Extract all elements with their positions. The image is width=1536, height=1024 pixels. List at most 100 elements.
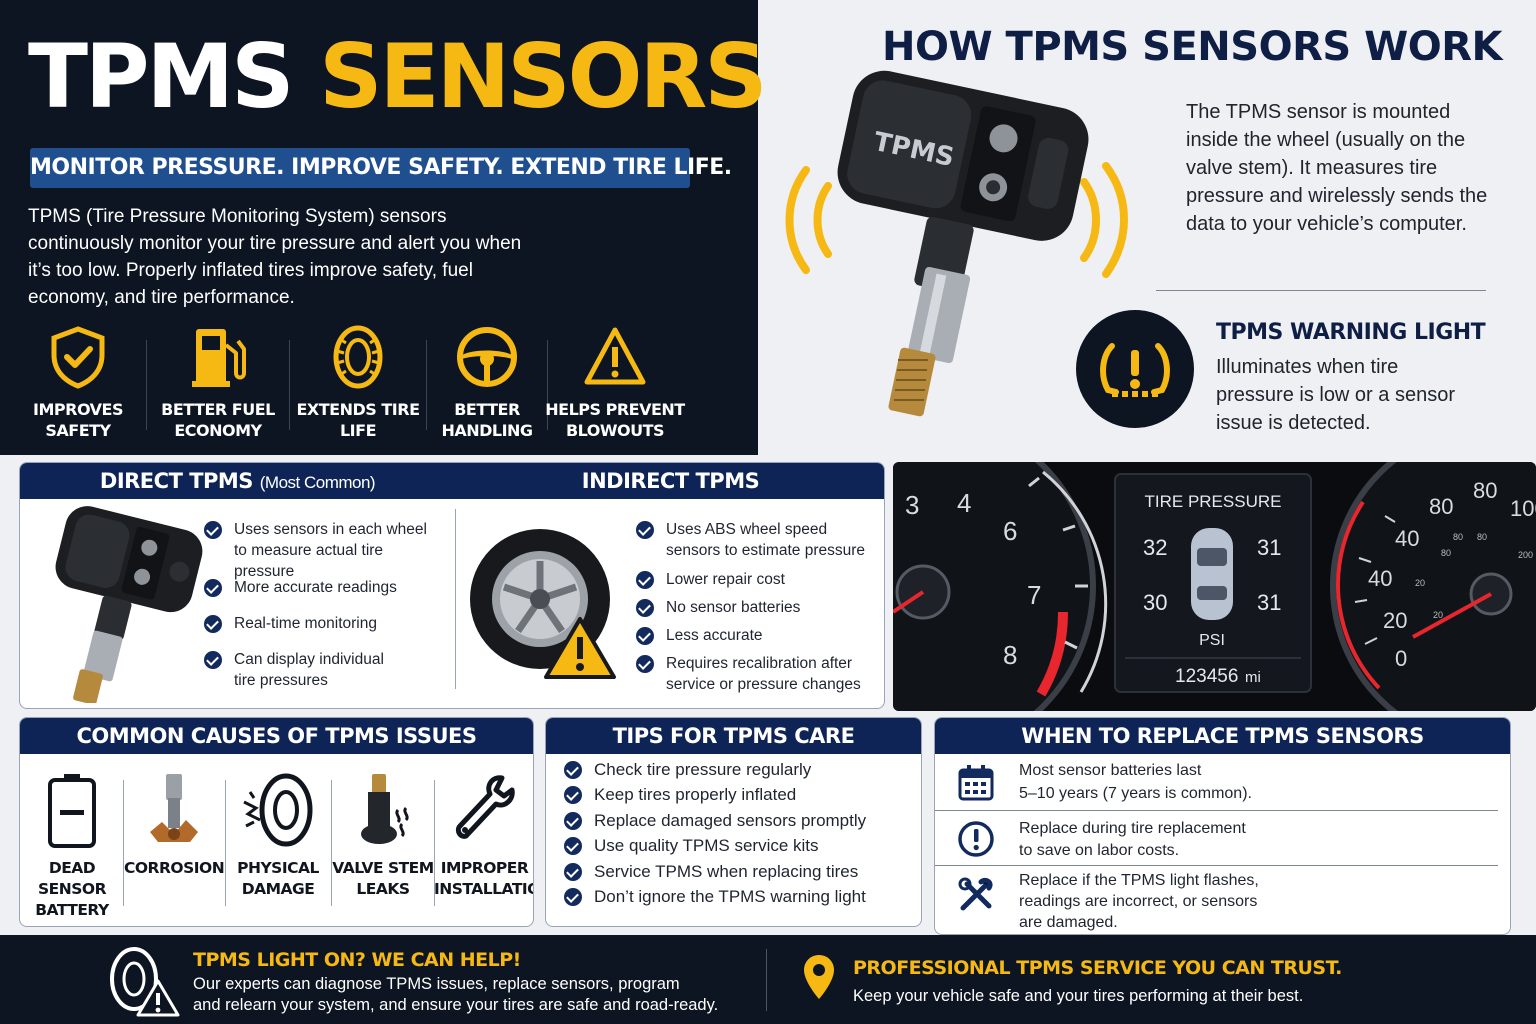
indirect-item: Lower repair cost [636, 569, 876, 590]
replace-item: Most sensor batteries last 5–10 years (7… [935, 760, 1510, 812]
check-icon [636, 599, 654, 617]
tips-panel: TIPS FOR TPMS CARE Check tire pressure r… [545, 717, 922, 927]
direct-sensor-image [55, 506, 203, 703]
svg-text:31: 31 [1257, 535, 1281, 560]
tpms-sensor-illustration: TPMS [785, 70, 1128, 417]
svg-text:7: 7 [1027, 580, 1041, 610]
svg-text:PSI: PSI [1199, 632, 1225, 649]
footer-left-title: TPMS LIGHT ON? WE CAN HELP! [193, 949, 521, 971]
tpms-types-panel: DIRECT TPMS (Most Common) INDIRECT TPMS … [19, 462, 885, 709]
cause-improper-installation: IMPROPERINSTALLATION [434, 772, 533, 900]
tips-title: TIPS FOR TPMS CARE [546, 718, 921, 754]
direct-item: Can display individual tire pressures [204, 649, 394, 691]
direct-item: Uses sensors in each wheel to measure ac… [204, 519, 444, 582]
check-icon [204, 615, 222, 633]
cause-corrosion: CORROSION [124, 772, 225, 879]
hero-title: TPMS SENSORS [28, 25, 768, 128]
svg-text:200: 200 [1518, 550, 1533, 560]
svg-text:80: 80 [1441, 548, 1451, 558]
svg-text:80: 80 [1429, 494, 1453, 519]
check-icon [636, 627, 654, 645]
replace-item: Replace if the TPMS light flashes, readi… [935, 870, 1510, 934]
replace-item: Replace during tire replacement to save … [935, 818, 1510, 870]
feature-divider [547, 340, 548, 430]
cause-divider [331, 780, 332, 906]
footer-left-line2: and relearn your system, and ensure your… [193, 996, 719, 1014]
tools-icon [958, 877, 993, 911]
footer-right-title: PROFESSIONAL TPMS SERVICE YOU CAN TRUST. [853, 957, 1342, 979]
how-description: The TPMS sensor is mounted inside the wh… [1186, 101, 1488, 235]
check-icon [564, 888, 582, 906]
wheel-warning-image [470, 529, 616, 679]
feature-divider [289, 340, 290, 430]
indirect-item: Requires recalibration after service or … [636, 653, 881, 695]
check-icon [204, 651, 222, 669]
direct-tpms-title: DIRECT TPMS (Most Common) [99, 469, 376, 493]
svg-text:31: 31 [1257, 590, 1281, 615]
check-icon [564, 863, 582, 881]
dashboard-cluster: 3 4 6 7 8 TIRE PRESSURE 32 31 30 31 PSI … [893, 462, 1536, 711]
feature-divider [426, 340, 427, 430]
corroded-valve-icon [150, 774, 198, 842]
replace-title: WHEN TO REPLACE TPMS SENSORS [935, 718, 1510, 754]
cause-divider [434, 780, 435, 906]
indirect-item: Uses ABS wheel speed sensors to estimate… [636, 519, 876, 561]
car-top-view-icon [1191, 528, 1233, 620]
shield-check-icon [51, 326, 105, 389]
check-icon [636, 521, 654, 539]
tip-item: Use quality TPMS service kits [564, 835, 819, 857]
hero-panel: TPMS SENSORS MONITOR PRESSURE. IMPROVE S… [0, 0, 768, 455]
svg-text:8: 8 [1003, 640, 1017, 670]
svg-text:TIRE PRESSURE: TIRE PRESSURE [1145, 492, 1282, 511]
replace-panel: WHEN TO REPLACE TPMS SENSORS Most sensor… [934, 717, 1511, 935]
direct-item: Real-time monitoring [204, 613, 444, 634]
damaged-tire-icon [243, 773, 313, 847]
tip-item: Replace damaged sensors promptly [564, 810, 866, 832]
battery-icon [48, 774, 96, 848]
feature-divider [146, 340, 147, 430]
svg-text:40: 40 [1368, 566, 1392, 591]
fuel-pump-icon [192, 329, 246, 387]
svg-text:3: 3 [905, 490, 919, 520]
svg-text:4: 4 [957, 488, 971, 518]
warning-triangle-icon [584, 327, 646, 385]
svg-text:30: 30 [1143, 590, 1167, 615]
cause-divider [123, 780, 124, 906]
warning-light-title: TPMS WARNING LIGHT [1216, 320, 1486, 345]
direct-item: More accurate readings [204, 577, 444, 598]
check-icon [636, 571, 654, 589]
calendar-icon [958, 765, 994, 801]
tire-icon [333, 325, 383, 389]
tip-item: Keep tires properly inflated [564, 784, 796, 806]
location-pin-icon [804, 955, 834, 999]
svg-text:20: 20 [1383, 608, 1407, 633]
footer-divider [766, 949, 767, 1011]
svg-text:20: 20 [1433, 610, 1443, 620]
tpms-warning-light-icon [1076, 310, 1194, 428]
leaking-valve-icon [361, 774, 409, 844]
svg-text:mi: mi [1245, 669, 1261, 686]
replace-divider [935, 865, 1498, 866]
svg-text:40: 40 [1395, 526, 1419, 551]
wrench-icon [455, 775, 515, 839]
indirect-item: Less accurate [636, 625, 876, 646]
tagline-banner: MONITOR PRESSURE. IMPROVE SAFETY. EXTEND… [30, 148, 732, 188]
hero-description: TPMS (Tire Pressure Monitoring System) s… [28, 206, 522, 308]
svg-text:80: 80 [1477, 532, 1487, 542]
indirect-tpms-title: INDIRECT TPMS [581, 469, 760, 493]
footer-left-line1: Our experts can diagnose TPMS issues, re… [193, 975, 680, 993]
steering-wheel-icon [457, 327, 517, 387]
warning-light-description: Illuminates when tire pressure is low or… [1216, 356, 1455, 434]
check-icon [204, 579, 222, 597]
tip-item: Service TPMS when replacing tires [564, 861, 858, 883]
check-icon [564, 837, 582, 855]
check-icon [564, 761, 582, 779]
causes-title: COMMON CAUSES OF TPMS ISSUES [20, 718, 533, 754]
tip-item: Don’t ignore the TPMS warning light [564, 886, 866, 908]
footer-banner: TPMS LIGHT ON? WE CAN HELP! Our experts … [0, 935, 1536, 1024]
svg-text:20: 20 [1415, 578, 1425, 588]
svg-text:80: 80 [1453, 532, 1463, 542]
